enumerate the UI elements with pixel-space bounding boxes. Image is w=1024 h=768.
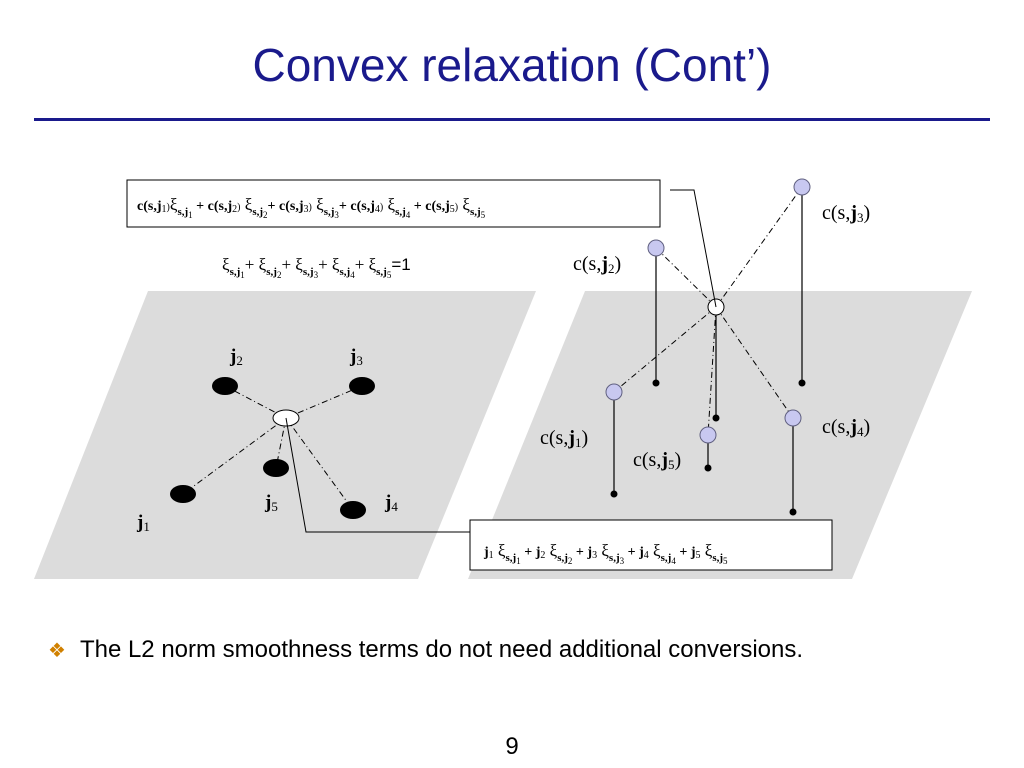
label-c-j5: c(s,j5) <box>633 449 681 472</box>
slide-title: Convex relaxation (Cont’) <box>252 39 772 91</box>
cost-formula-box <box>126 179 661 228</box>
right-node-j3 <box>793 178 811 196</box>
left-node-j5 <box>263 459 289 477</box>
bullet-point: ❖ The L2 norm smoothness terms do not ne… <box>48 636 803 664</box>
label-left-j3: j3 <box>349 346 363 368</box>
left-plane <box>34 291 536 579</box>
right-node-j1 <box>605 383 623 401</box>
label-left-j2: j2 <box>229 346 243 368</box>
cost-box-connector <box>670 189 717 308</box>
right-ground-dots <box>610 379 806 516</box>
page-number: 9 <box>505 733 519 760</box>
right-plane <box>468 291 972 579</box>
cost-formula: c(s,j1)ξs,j1 + c(s,j2) ξs,j2+ c(s,j3) ξs… <box>137 195 486 220</box>
title-underline <box>34 118 990 121</box>
constraint-equation: ξs,j1+ ξs,j2+ ξs,j3+ ξs,j4+ ξs,j5=1 <box>222 255 411 280</box>
right-node-j4 <box>784 409 802 427</box>
left-node-j3 <box>349 377 375 395</box>
label-left-j1: j1 <box>136 512 150 534</box>
left-node-j2 <box>212 377 238 395</box>
diamond-bullet-icon: ❖ <box>48 639 66 662</box>
right-node-j2 <box>647 239 665 257</box>
right-star-edges <box>613 186 803 436</box>
label-c-j4: c(s,j4) <box>822 416 870 439</box>
left-node-j1 <box>170 485 196 503</box>
label-c-j2: c(s,j2) <box>573 253 621 276</box>
label-left-j4: j4 <box>384 492 398 514</box>
bullet-text: The L2 norm smoothness terms do not need… <box>79 636 804 663</box>
right-node-j5 <box>699 426 717 444</box>
position-formula-box <box>469 519 833 571</box>
label-c-j1: c(s,j1) <box>540 427 588 450</box>
left-node-j4 <box>340 501 366 519</box>
label-c-j3: c(s,j3) <box>822 202 870 225</box>
label-left-j5: j5 <box>264 492 278 514</box>
position-formula: j1 ξs,j1 + j2 ξs,j2 + j3 ξs,j3 + j4 ξs,j… <box>483 541 728 566</box>
position-box-connector <box>285 417 470 533</box>
right-vertical-lines <box>613 187 803 512</box>
